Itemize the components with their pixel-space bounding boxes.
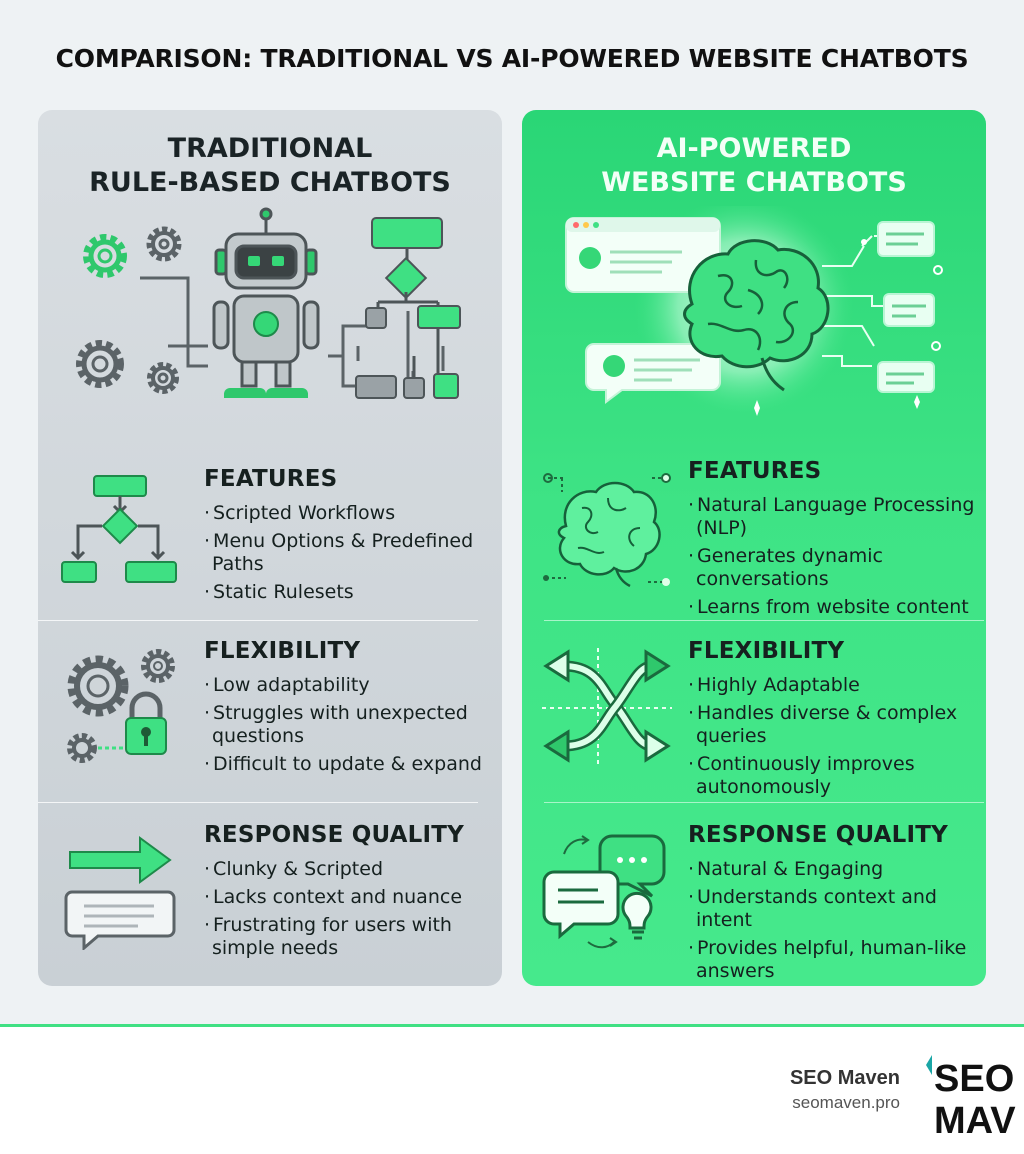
- ai-features-list: Natural Language Processing (NLP) Genera…: [688, 494, 978, 624]
- traditional-response-list: Clunky & Scripted Lacks context and nuan…: [204, 858, 494, 965]
- footer: SEO Maven seomaven.pro SEO MAV: [0, 1027, 1024, 1154]
- ai-panel: AI-POWERED WEBSITE CHATBOTS: [522, 110, 986, 986]
- traditional-flexibility-title: FLEXIBILITY: [204, 638, 361, 664]
- glowing-brain-with-chat-windows-icon: [565, 206, 943, 416]
- list-item: Clunky & Scripted: [204, 858, 494, 881]
- list-item: Understands context and intent: [688, 886, 978, 932]
- traditional-features-title: FEATURES: [204, 466, 338, 492]
- footer-divider: [0, 1024, 1024, 1027]
- divider: [38, 620, 478, 621]
- robot-with-gears-and-flowchart-icon: [76, 207, 461, 399]
- brain-network-icon: [543, 473, 671, 588]
- list-item: Highly Adaptable: [688, 674, 978, 697]
- traditional-heading: TRADITIONAL RULE-BASED CHATBOTS: [38, 132, 502, 200]
- brand-logo-icon: SEO MAV: [926, 1055, 1016, 1142]
- list-item: Natural & Engaging: [688, 858, 978, 881]
- ai-heading-line1: AI-POWERED: [656, 133, 852, 164]
- traditional-flexibility-list: Low adaptability Struggles with unexpect…: [204, 674, 494, 781]
- ai-features-title: FEATURES: [688, 458, 822, 484]
- list-item: Low adaptability: [204, 674, 494, 697]
- list-item: Continuously improves autonomously: [688, 753, 978, 799]
- list-item: Natural Language Processing (NLP): [688, 494, 978, 540]
- list-item: Scripted Workflows: [204, 502, 494, 525]
- list-item: Menu Options & Predefined Paths: [204, 530, 494, 576]
- brand-name: SEO Maven: [789, 1067, 900, 1089]
- crossing-arrows-icon: [542, 648, 672, 768]
- list-item: Frustrating for users with simple needs: [204, 914, 494, 960]
- divider: [544, 802, 984, 803]
- list-item: Lacks context and nuance: [204, 886, 494, 909]
- gears-with-padlock-icon: [67, 649, 175, 763]
- arrow-and-chat-bubble-icon: [64, 836, 176, 950]
- list-item: Handles diverse & complex queries: [688, 702, 978, 748]
- traditional-features-list: Scripted Workflows Menu Options & Predef…: [204, 502, 494, 609]
- page-title: COMPARISON: TRADITIONAL VS AI-POWERED WE…: [55, 44, 969, 73]
- ai-heading-line2: WEBSITE CHATBOTS: [601, 167, 907, 198]
- ai-response-list: Natural & Engaging Understands context a…: [688, 858, 978, 988]
- list-item: Learns from website content: [688, 596, 978, 619]
- brand-url[interactable]: seomaven.pro: [792, 1093, 900, 1112]
- chat-bubbles-with-lightbulb-icon: [542, 834, 666, 949]
- ai-response-title: RESPONSE QUALITY: [688, 822, 949, 848]
- list-item: Struggles with unexpected questions: [204, 702, 494, 748]
- traditional-heading-line2: RULE-BASED CHATBOTS: [89, 167, 451, 198]
- traditional-panel: TRADITIONAL RULE-BASED CHATBOTS: [38, 110, 502, 986]
- ai-flexibility-list: Highly Adaptable Handles diverse & compl…: [688, 674, 978, 804]
- flowchart-icon: [61, 475, 177, 583]
- list-item: Generates dynamic conversations: [688, 545, 978, 591]
- traditional-response-title: RESPONSE QUALITY: [204, 822, 465, 848]
- ai-heading: AI-POWERED WEBSITE CHATBOTS: [522, 132, 986, 200]
- list-item: Difficult to update & expand: [204, 753, 494, 776]
- list-item: Provides helpful, human-like answers: [688, 937, 978, 983]
- divider: [38, 802, 478, 803]
- ai-flexibility-title: FLEXIBILITY: [688, 638, 845, 664]
- list-item: Static Rulesets: [204, 581, 494, 604]
- traditional-heading-line1: TRADITIONAL: [167, 133, 373, 164]
- brand-logo-text-bottom: MAV: [934, 1100, 1016, 1142]
- gear-icon: [83, 234, 127, 278]
- divider: [544, 620, 984, 621]
- brand-logo-text-top: SEO: [934, 1058, 1014, 1100]
